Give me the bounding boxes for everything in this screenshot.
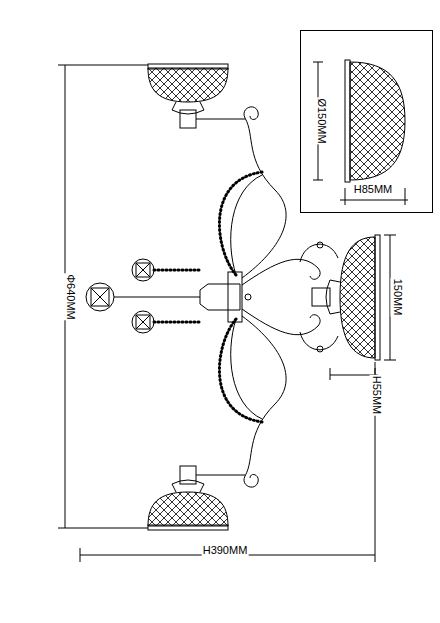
inset-box: Ø150MM H85MM — [300, 30, 433, 213]
dimension-label: H390MM — [202, 544, 249, 557]
dimension-label: H55MM — [370, 375, 383, 416]
dimension-text: H85MM — [353, 183, 394, 196]
dimension-label: 150MM — [391, 278, 404, 317]
dimension-text: Ø150MM — [315, 97, 328, 144]
dimension-label: Φ640MM — [64, 273, 77, 320]
